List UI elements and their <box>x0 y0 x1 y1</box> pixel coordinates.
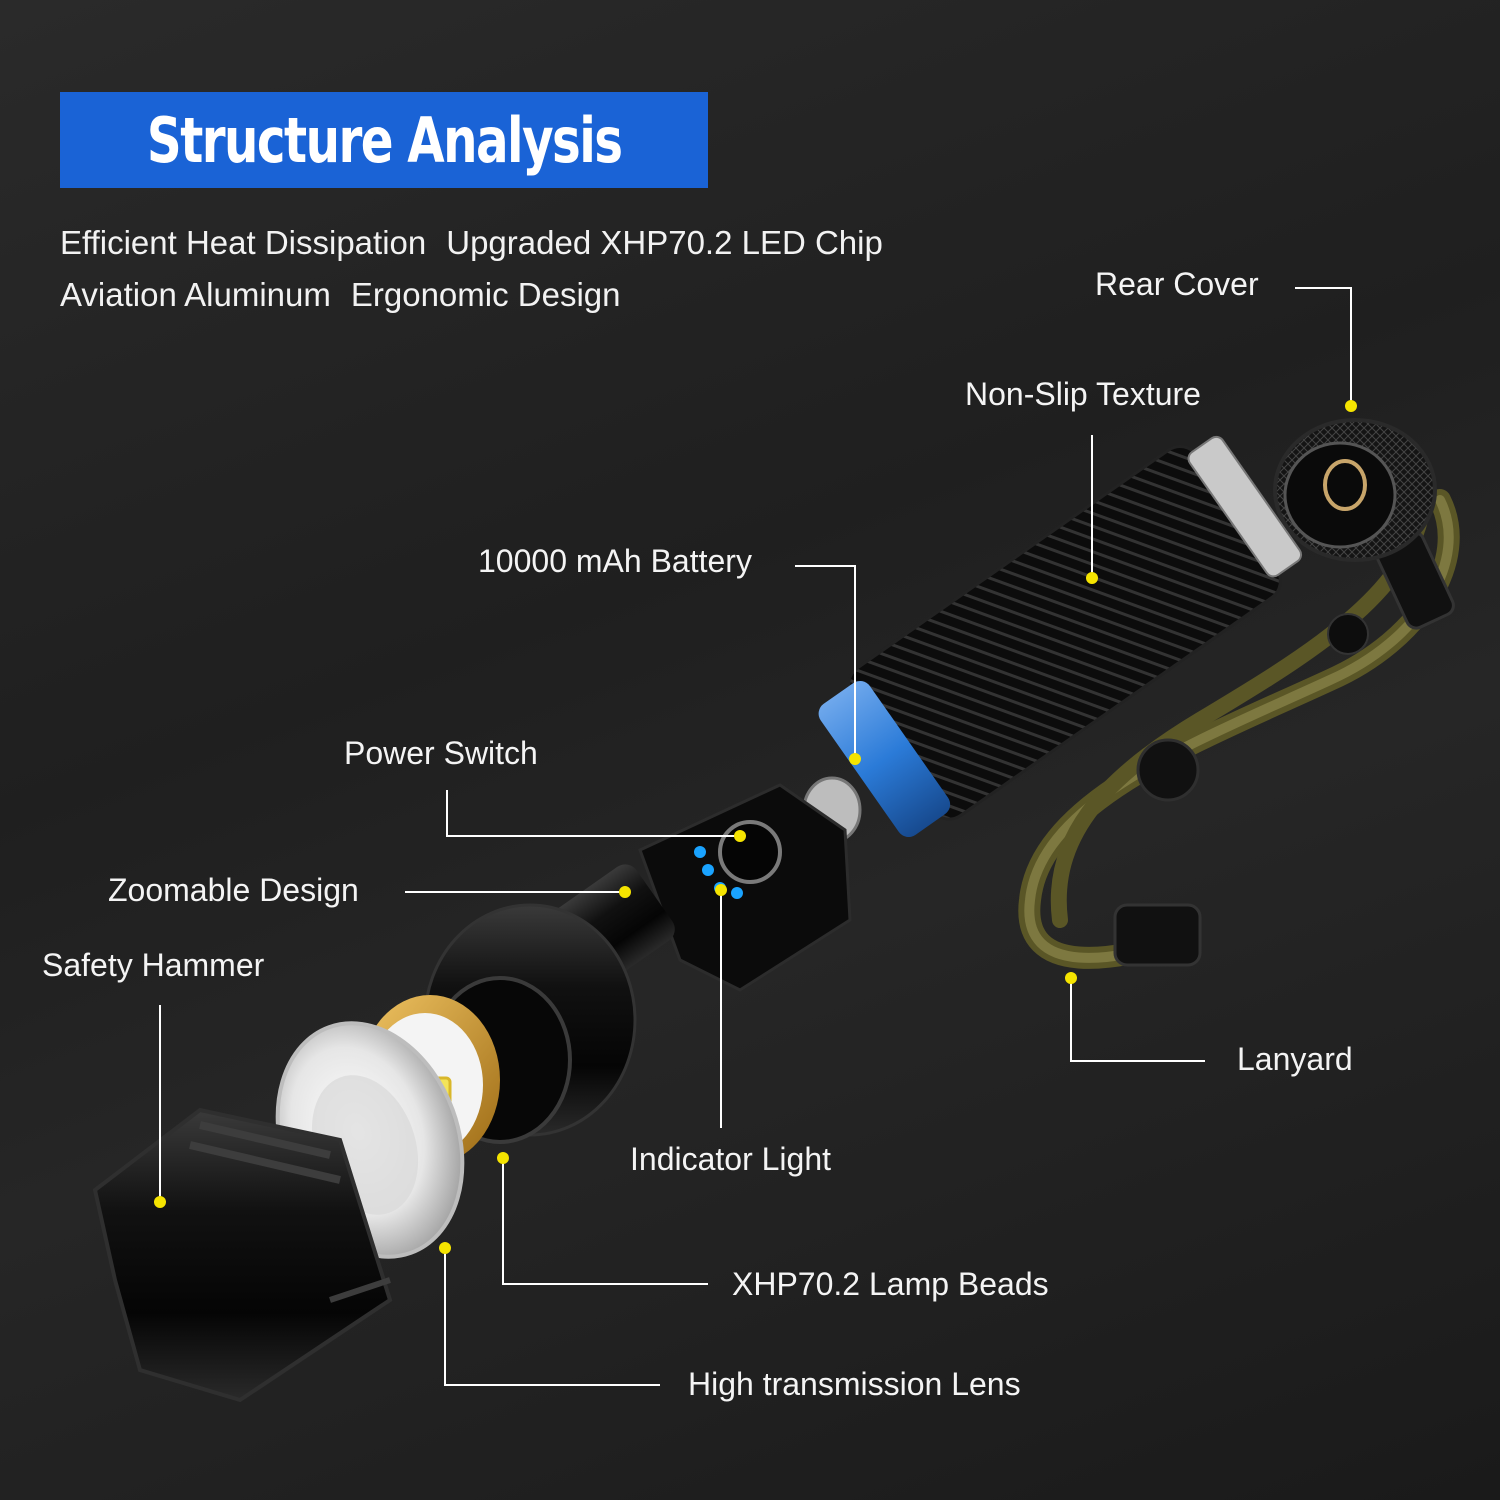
callout-dot-non-slip <box>1086 572 1098 584</box>
label-power-switch: Power Switch <box>344 735 538 771</box>
lanyard-stopper <box>1136 738 1200 802</box>
page-title: Structure Analysis <box>146 103 623 177</box>
feature-heat-dissipation: Efficient Heat Dissipation <box>60 224 427 261</box>
callout-dot-zoomable <box>619 886 631 898</box>
callout-line-rear-cover <box>1295 287 1352 405</box>
callout-dot-lens <box>439 1242 451 1254</box>
indicator-led-1 <box>694 846 706 858</box>
callout-dot-lanyard <box>1065 972 1077 984</box>
label-battery: 10000 mAh Battery <box>478 543 752 579</box>
feature-line-1: Efficient Heat Dissipation Upgraded XHP70… <box>60 224 883 262</box>
callout-dot-rear-cover <box>1345 400 1357 412</box>
label-safety-hammer: Safety Hammer <box>42 947 265 983</box>
label-lanyard: Lanyard <box>1237 1041 1353 1077</box>
feature-led-chip: Upgraded XHP70.2 LED Chip <box>446 224 883 261</box>
lanyard-end-cap <box>1113 903 1202 967</box>
rear-cover <box>1273 418 1437 562</box>
feature-line-2: Aviation Aluminum Ergonomic Design <box>60 276 621 314</box>
indicator-led-2 <box>702 864 714 876</box>
label-zoomable-design: Zoomable Design <box>108 872 359 908</box>
callout-dot-indicator <box>715 884 727 896</box>
label-indicator-light: Indicator Light <box>630 1141 832 1177</box>
lanyard-bead <box>1327 613 1369 655</box>
callout-dot-battery <box>849 753 861 765</box>
callout-line-lens <box>444 1248 660 1386</box>
label-non-slip-texture: Non-Slip Texture <box>965 376 1201 412</box>
label-rear-cover: Rear Cover <box>1095 266 1259 302</box>
callout-line-lanyard <box>1070 978 1205 1062</box>
callout-dot-lamp-beads <box>497 1152 509 1164</box>
indicator-led-4 <box>731 887 743 899</box>
feature-aviation-aluminum: Aviation Aluminum <box>60 276 331 313</box>
label-lens: High transmission Lens <box>688 1366 1021 1402</box>
title-banner: Structure Analysis <box>60 92 708 188</box>
callout-line-power-switch <box>446 790 740 837</box>
battery-cap-ring <box>818 680 951 838</box>
callout-dot-power-switch <box>734 830 746 842</box>
label-lamp-beads: XHP70.2 Lamp Beads <box>732 1266 1049 1302</box>
callout-dot-safety-hammer <box>154 1196 166 1208</box>
callout-line-battery <box>795 565 856 758</box>
switch-housing <box>638 783 852 992</box>
callout-line-lamp-beads <box>502 1158 708 1285</box>
bezel-head <box>92 1107 393 1403</box>
feature-ergonomic-design: Ergonomic Design <box>350 276 621 313</box>
thread-ring <box>1187 435 1303 578</box>
